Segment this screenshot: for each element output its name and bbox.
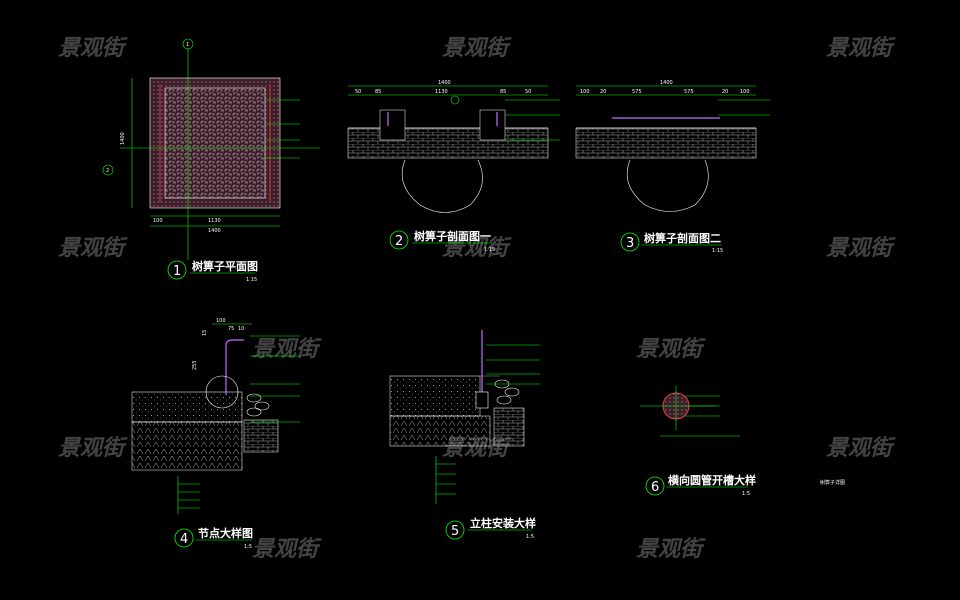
- det4-dim: 15: [202, 330, 208, 336]
- detail-circle: [205, 375, 239, 409]
- sec2-dim: 100: [580, 89, 590, 95]
- section-mark-label: 2: [106, 168, 109, 174]
- drawing-title: 节点大样图: [198, 526, 253, 540]
- watermark: 景观街: [252, 537, 322, 562]
- drawing-title: 树箅子剖面图二: [644, 231, 721, 245]
- stones: [243, 393, 279, 453]
- det4-dim: 10: [238, 326, 244, 332]
- sec1-dim: 85: [500, 89, 506, 95]
- paving-layer: [575, 127, 757, 159]
- paving-layer: [347, 127, 549, 159]
- plan-dim-side: 100: [153, 218, 163, 224]
- section-mark-circle: [182, 38, 194, 50]
- drawing-number: 1: [173, 264, 181, 279]
- stones: [493, 379, 525, 447]
- watermark: 景观街: [636, 337, 706, 362]
- watermark: 景观街: [58, 236, 128, 261]
- drawing-number-circle: [389, 230, 409, 250]
- post-footing: [475, 391, 489, 409]
- drawing-title: 横向圆管开槽大样: [668, 473, 756, 487]
- drawing-scale: 1:15: [246, 277, 257, 283]
- drawing-title: 立柱安装大样: [470, 516, 536, 530]
- drawing-number: 4: [180, 532, 188, 547]
- section-mark-circle: [102, 164, 114, 176]
- drawing-scale: 1:15: [484, 247, 495, 253]
- base-layer: [131, 391, 243, 423]
- sec1-dim: 50: [525, 89, 531, 95]
- plan-gravel-fill: [164, 87, 266, 199]
- sec1-dim: 85: [375, 89, 381, 95]
- detail-callout: [450, 95, 460, 105]
- drawing-number: 5: [451, 524, 459, 539]
- sec2-dim-total: 1400: [660, 80, 673, 86]
- sec2-dim: 20: [600, 89, 606, 95]
- drawing-number-circle: [645, 476, 665, 496]
- drawing-scale: 1:5: [742, 491, 750, 497]
- drawing-6-pipe-detail: 6 横向圆管开槽大样 1:5 树箅子详图: [640, 386, 845, 497]
- det4-dim: 100: [216, 318, 226, 324]
- drawing-title: 树箅子剖面图一: [414, 229, 491, 243]
- drawing-number-circle: [620, 232, 640, 252]
- sec1-dim-total: 1400: [438, 80, 451, 86]
- drawing-number-circle: [445, 520, 465, 540]
- sec1-dim: 50: [355, 89, 361, 95]
- watermarks: 景观街 景观街 景观街 景观街 景观街 景观街 景观街 景观街 景观街 景观街 …: [58, 36, 896, 562]
- drawing-1-plan: 1 2 1130 100 1400 1400 1 树箅子平面图 1:15: [102, 38, 320, 283]
- steel-bar: [225, 339, 244, 395]
- plan-dim-inner: 1130: [208, 218, 221, 224]
- drawing-scale: 1:5: [526, 534, 534, 540]
- det4-dim: 75: [228, 326, 234, 332]
- sec2-dim: 575: [684, 89, 694, 95]
- drawing-number: 3: [626, 236, 634, 251]
- soil-layer: [131, 421, 243, 471]
- drawing-5-post-detail: 5 立柱安装大样 1:5: [389, 330, 540, 540]
- curb-block: [379, 109, 406, 141]
- watermark: 景观街: [442, 36, 512, 61]
- drawing-2-section: 1400 50 85 1130 85 50 2 树箅子剖面图一 1:15: [347, 80, 560, 253]
- sec1-dim: 1130: [435, 89, 448, 95]
- drawing-number-circle: [167, 260, 187, 280]
- sec2-dim: 575: [632, 89, 642, 95]
- base-layer: [389, 375, 481, 417]
- det4-dim: 255: [192, 360, 198, 370]
- drawing-number: 2: [395, 234, 403, 249]
- watermark: 景观街: [636, 537, 706, 562]
- section-mark-label: 1: [186, 42, 189, 48]
- soil-layer: [389, 415, 491, 447]
- watermark: 景观街: [826, 36, 896, 61]
- drawing-number: 6: [651, 480, 659, 495]
- curb-block: [479, 109, 506, 141]
- watermark: 景观街: [826, 236, 896, 261]
- side-label: 树箅子详图: [820, 479, 845, 486]
- watermark: 景观街: [58, 436, 128, 461]
- watermark: 景观街: [58, 36, 128, 61]
- drawing-3-section: 1400 100 20 575 575 20 100 3 树箅子剖面图二 1:1…: [575, 80, 770, 254]
- drawing-number-circle: [174, 528, 194, 548]
- watermark: 景观街: [826, 436, 896, 461]
- drawing-4-detail: 100 75 10 15 255 4 节点大样图 1:5: [131, 318, 300, 550]
- root-ball: [626, 159, 709, 212]
- drawing-title: 树箅子平面图: [192, 259, 258, 273]
- plan-dim-total: 1400: [208, 228, 221, 234]
- plan-dim-total-v: 1400: [120, 132, 126, 145]
- drawing-scale: 1:5: [244, 544, 252, 550]
- watermark: 景观街: [442, 236, 512, 261]
- drawing-scale: 1:15: [712, 248, 723, 254]
- sec2-dim: 20: [722, 89, 728, 95]
- sec2-dim: 100: [740, 89, 750, 95]
- root-ball: [401, 159, 483, 213]
- watermark: 景观街: [252, 337, 322, 362]
